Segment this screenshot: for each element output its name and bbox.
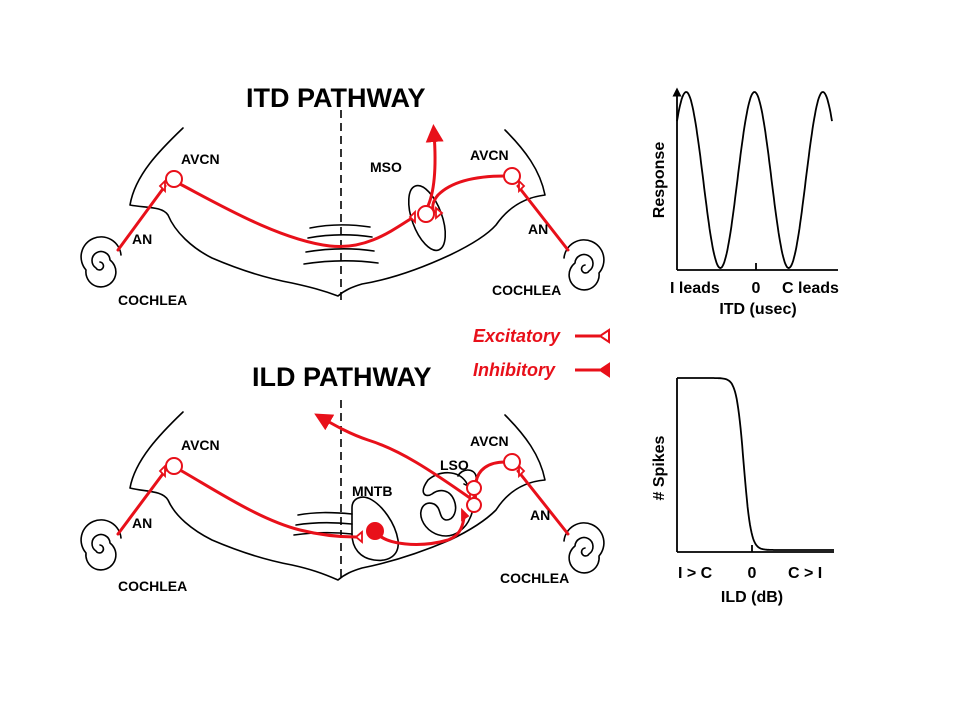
ild-excitatory-terminal — [354, 530, 363, 544]
legend-excitatory-label: Excitatory — [473, 326, 561, 346]
itd-excitatory-terminal — [408, 209, 416, 225]
ild-inhibitory-terminal — [461, 507, 470, 522]
ild-an-right — [516, 469, 570, 536]
legend-inhibitory-label: Inhibitory — [473, 360, 556, 380]
ild-mntb-to-lso — [374, 516, 466, 546]
itd-chart-xlabel: ITD (usec) — [719, 301, 796, 318]
ild-an-left-label: AN — [132, 515, 152, 531]
itd-an-right — [516, 184, 570, 252]
lso-cell-upper — [466, 480, 482, 496]
itd-chart-ylabel: Response — [651, 142, 668, 219]
itd-an-left — [116, 184, 167, 252]
mntb-cell — [366, 522, 384, 540]
ild-avcn-right-label: AVCN — [470, 433, 509, 449]
itd-avcn-left-label: AVCN — [181, 151, 220, 167]
mso-label: MSO — [370, 159, 402, 175]
pathway-legend: Excitatory Inhibitory — [473, 326, 610, 380]
ild-excitatory-terminal — [158, 463, 166, 479]
itd-avcn-right-label: AVCN — [470, 147, 509, 163]
mso-cell — [417, 205, 435, 223]
ild-brainstem-outline — [129, 411, 546, 581]
ild-lso-output-arrow — [314, 413, 472, 500]
ild-excitatory-terminal — [518, 463, 526, 479]
ild-chart-tick-right: C > I — [788, 565, 822, 582]
legend-excitatory-terminal-icon — [598, 328, 610, 344]
ild-chart-tick-left: I > C — [678, 565, 713, 582]
ild-commissural-fibers — [293, 511, 353, 536]
ild-title: ILD PATHWAY — [252, 362, 432, 392]
itd-left-avcn-to-mso — [178, 182, 414, 249]
itd-an-left-label: AN — [132, 231, 152, 247]
legend-inhibitory-terminal-icon — [598, 362, 610, 378]
itd-brainstem-outline — [129, 127, 546, 297]
lso-label: LSO — [440, 457, 469, 473]
ild-chart-tick-zero: 0 — [748, 565, 757, 582]
itd-an-right-label: AN — [528, 221, 548, 237]
itd-cochlea-left-icon — [80, 236, 122, 288]
ild-chart-ylabel: # Spikes — [651, 435, 668, 500]
ild-cochlea-right-icon — [563, 522, 605, 574]
itd-chart-tick-left: I leads — [670, 280, 720, 297]
ild-avcn-left-label: AVCN — [181, 437, 220, 453]
ild-cochlea-right-label: COCHLEA — [500, 570, 569, 586]
itd-title: ITD PATHWAY — [246, 83, 426, 113]
itd-excitatory-terminal — [158, 178, 166, 194]
ild-spikes-curve — [677, 377, 834, 551]
itd-cochlea-left-label: COCHLEA — [118, 292, 187, 308]
itd-excitatory-terminal — [435, 206, 444, 220]
ild-spikes-chart: # Spikes I > C 0 C > I ILD (dB) — [651, 377, 834, 606]
itd-chart-tick-right: C leads — [782, 280, 839, 297]
ild-left-avcn-to-mntb — [178, 468, 358, 539]
mntb-label: MNTB — [352, 483, 392, 499]
itd-response-curve — [676, 91, 833, 269]
itd-avcn-right-cell — [503, 167, 521, 185]
itd-excitatory-terminal — [518, 178, 526, 194]
ild-cochlea-left-label: COCHLEA — [118, 578, 187, 594]
itd-avcn-left-cell — [165, 170, 183, 188]
ild-cochlea-left-icon — [80, 519, 122, 571]
mntb-nucleus — [351, 496, 399, 562]
itd-cochlea-right-label: COCHLEA — [492, 282, 561, 298]
lso-cell-lower — [466, 497, 482, 513]
ild-pathway-diagram: ILD PATHWAY — [80, 362, 605, 594]
itd-cochlea-right-icon — [563, 239, 605, 291]
itd-right-avcn-to-mso — [431, 174, 507, 214]
itd-pathway-diagram: ITD PATHWAY AVCN A — [80, 83, 605, 308]
ild-an-left — [116, 469, 167, 536]
ild-avcn-left-cell — [165, 457, 183, 475]
itd-mso-output-arrow — [425, 124, 444, 210]
itd-response-chart: Response I leads 0 C leads ITD (usec) — [651, 87, 839, 318]
itd-chart-tick-zero: 0 — [752, 280, 761, 297]
ild-avcn-right-cell — [503, 453, 521, 471]
itd-commissural-fibers — [303, 224, 379, 265]
ild-chart-xlabel: ILD (dB) — [721, 589, 783, 606]
ild-an-right-label: AN — [530, 507, 550, 523]
